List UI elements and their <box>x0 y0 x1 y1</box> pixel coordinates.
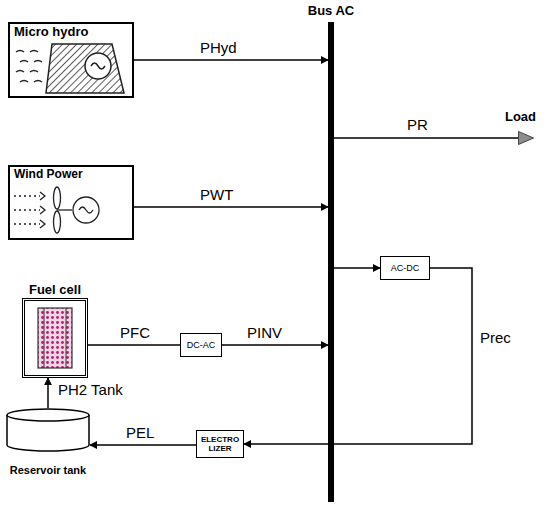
ac-bus-bar: Bus AC <box>328 22 334 502</box>
wind-illustration <box>14 187 99 233</box>
power-label: PR <box>405 117 430 134</box>
tank-outline <box>6 408 90 452</box>
inverter-box: DC-AC <box>180 333 222 357</box>
power-label: PWT <box>198 187 235 204</box>
node-label: DC-AC <box>181 340 221 350</box>
power-flow-line <box>244 268 472 444</box>
load-triangle <box>518 131 534 145</box>
fuel-cell-box: Fuel cell <box>22 298 88 378</box>
power-label: PH2 Tank <box>56 382 125 399</box>
power-flow-line <box>47 378 49 408</box>
hydro-illustration <box>16 44 124 93</box>
power-flow-line <box>90 444 196 446</box>
fuel-cell-stack <box>38 308 72 368</box>
power-label: PEL <box>124 425 156 442</box>
node-label: AC-DC <box>381 263 429 273</box>
power-label: PFC <box>118 325 152 342</box>
power-flow-line <box>222 344 328 346</box>
node-label: Load <box>505 110 536 125</box>
node-label: Wind Power <box>10 167 132 183</box>
power-label: PHyd <box>198 40 239 57</box>
electrolyzer-box: ELECTRO LIZER <box>196 430 244 458</box>
reservoir-tank: Reservoir tank <box>6 408 90 452</box>
micro-hydro-box: Micro hydro <box>8 22 134 98</box>
power-flow-line <box>134 206 328 208</box>
load-triangle-shape <box>519 132 534 145</box>
tank-top <box>7 409 89 421</box>
node-label: Fuel cell <box>29 283 81 298</box>
node-label: ELECTRO LIZER <box>197 435 243 453</box>
wind-power-box: Wind Power <box>8 165 134 240</box>
power-label: Prec <box>478 330 513 347</box>
power-flow-line <box>88 344 180 346</box>
node-label: Reservoir tank <box>10 464 86 477</box>
power-label: PINV <box>245 325 284 342</box>
rectifier-box: AC-DC <box>380 256 430 280</box>
node-label: Bus AC <box>308 4 354 19</box>
power-flow-line <box>334 267 380 269</box>
load-symbol: Load <box>518 131 534 145</box>
power-flow-line <box>134 59 328 61</box>
power-flow-line <box>334 137 518 139</box>
node-label: Micro hydro <box>10 24 132 41</box>
